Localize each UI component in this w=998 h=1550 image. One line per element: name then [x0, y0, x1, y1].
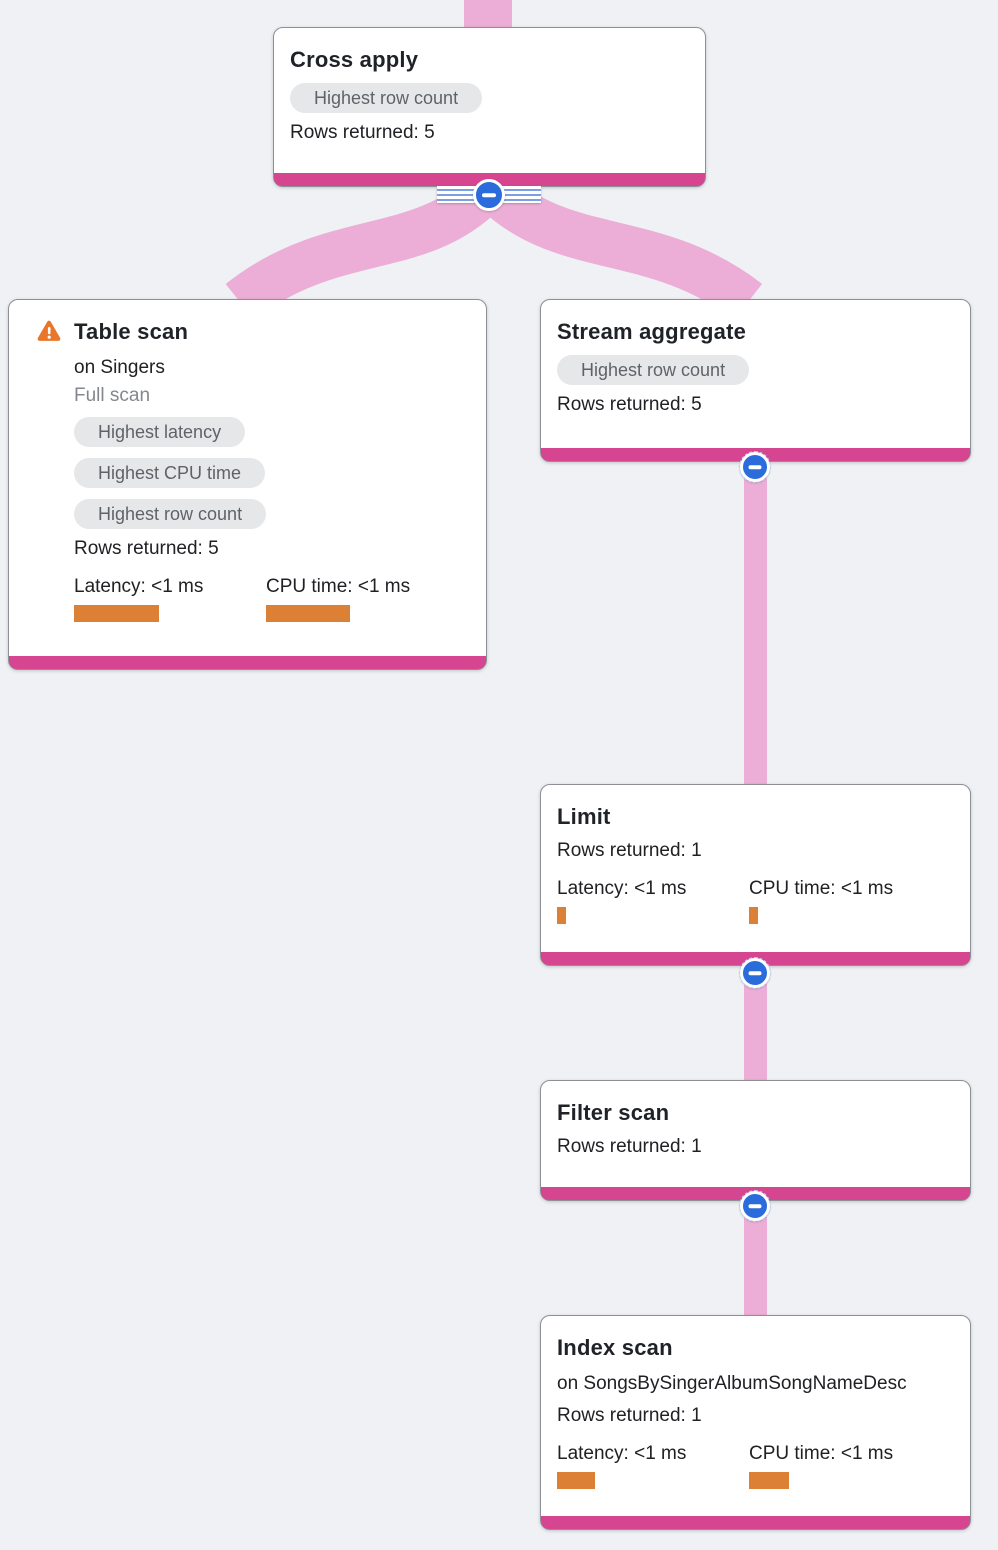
cpu-time-bar [266, 605, 350, 622]
node-accent-bar [9, 656, 486, 669]
node-title: Cross apply [290, 47, 419, 72]
edge-filter-scan-to-index-scan [744, 1191, 767, 1323]
node-table-scan[interactable]: Table scan on Singers Full scan Highest … [8, 299, 487, 670]
rows-returned-label: Rows returned: 5 [290, 122, 435, 143]
rows-returned-label: Rows returned: 5 [74, 538, 219, 559]
cpu-time-label: CPU time: <1 ms [749, 878, 894, 899]
node-title: Table scan [74, 319, 189, 344]
minus-icon [748, 971, 762, 975]
cpu-time-bar [749, 907, 758, 924]
badge-highest-cpu-time: Highest CPU time [74, 458, 266, 488]
node-title: Limit [557, 804, 611, 829]
collapse-circle [739, 1190, 771, 1222]
edge-incoming-cross-apply [464, 0, 512, 30]
edge-cross-apply-to-stream-aggregate [480, 174, 763, 321]
node-title: Stream aggregate [557, 319, 747, 344]
collapse-circle [739, 451, 771, 483]
latency-label: Latency: <1 ms [557, 1443, 687, 1464]
node-target-label: on SongsBySingerAlbumSongNameDesc [557, 1373, 907, 1394]
full-scan-note: Full scan [74, 385, 151, 406]
node-index-scan[interactable]: Index scan on SongsBySingerAlbumSongName… [540, 1315, 971, 1530]
node-title: Filter scan [557, 1100, 670, 1125]
rows-returned-label: Rows returned: 1 [557, 840, 702, 861]
minus-icon [748, 465, 762, 469]
cpu-time-label: CPU time: <1 ms [749, 1443, 894, 1464]
latency-label: Latency: <1 ms [557, 878, 687, 899]
cpu-time-label: CPU time: <1 ms [266, 576, 411, 597]
rows-returned-label: Rows returned: 5 [557, 394, 702, 415]
badge-highest-row-count: Highest row count [290, 83, 483, 113]
latency-bar [557, 1472, 595, 1489]
edge-limit-to-filter-scan [744, 958, 767, 1088]
node-stream-aggregate[interactable]: Stream aggregate Highest row count Rows … [540, 299, 971, 462]
node-limit[interactable]: Limit Rows returned: 1 Latency: <1 ms CP… [540, 784, 971, 966]
node-target-label: on Singers [74, 357, 165, 378]
latency-bar [74, 605, 159, 622]
node-cross-apply[interactable]: Cross apply Highest row count Rows retur… [273, 27, 706, 187]
edge-cross-apply-to-table-scan [225, 175, 501, 321]
minus-icon [748, 1204, 762, 1208]
badge-highest-row-count: Highest row count [74, 499, 267, 529]
rows-returned-label: Rows returned: 1 [557, 1405, 702, 1426]
rows-returned-label: Rows returned: 1 [557, 1136, 702, 1157]
latency-bar [557, 907, 566, 924]
node-filter-scan[interactable]: Filter scan Rows returned: 1 [540, 1080, 971, 1201]
minus-icon [482, 193, 496, 197]
node-title: Index scan [557, 1335, 673, 1360]
latency-label: Latency: <1 ms [74, 576, 204, 597]
cpu-time-bar [749, 1472, 789, 1489]
collapse-circle [739, 957, 771, 989]
badge-highest-row-count: Highest row count [557, 355, 750, 385]
edge-stream-aggregate-to-limit [744, 452, 767, 792]
badge-highest-latency: Highest latency [74, 417, 246, 447]
node-accent-bar [541, 1516, 970, 1529]
collapse-circle [473, 179, 505, 211]
warning-icon [37, 320, 61, 341]
